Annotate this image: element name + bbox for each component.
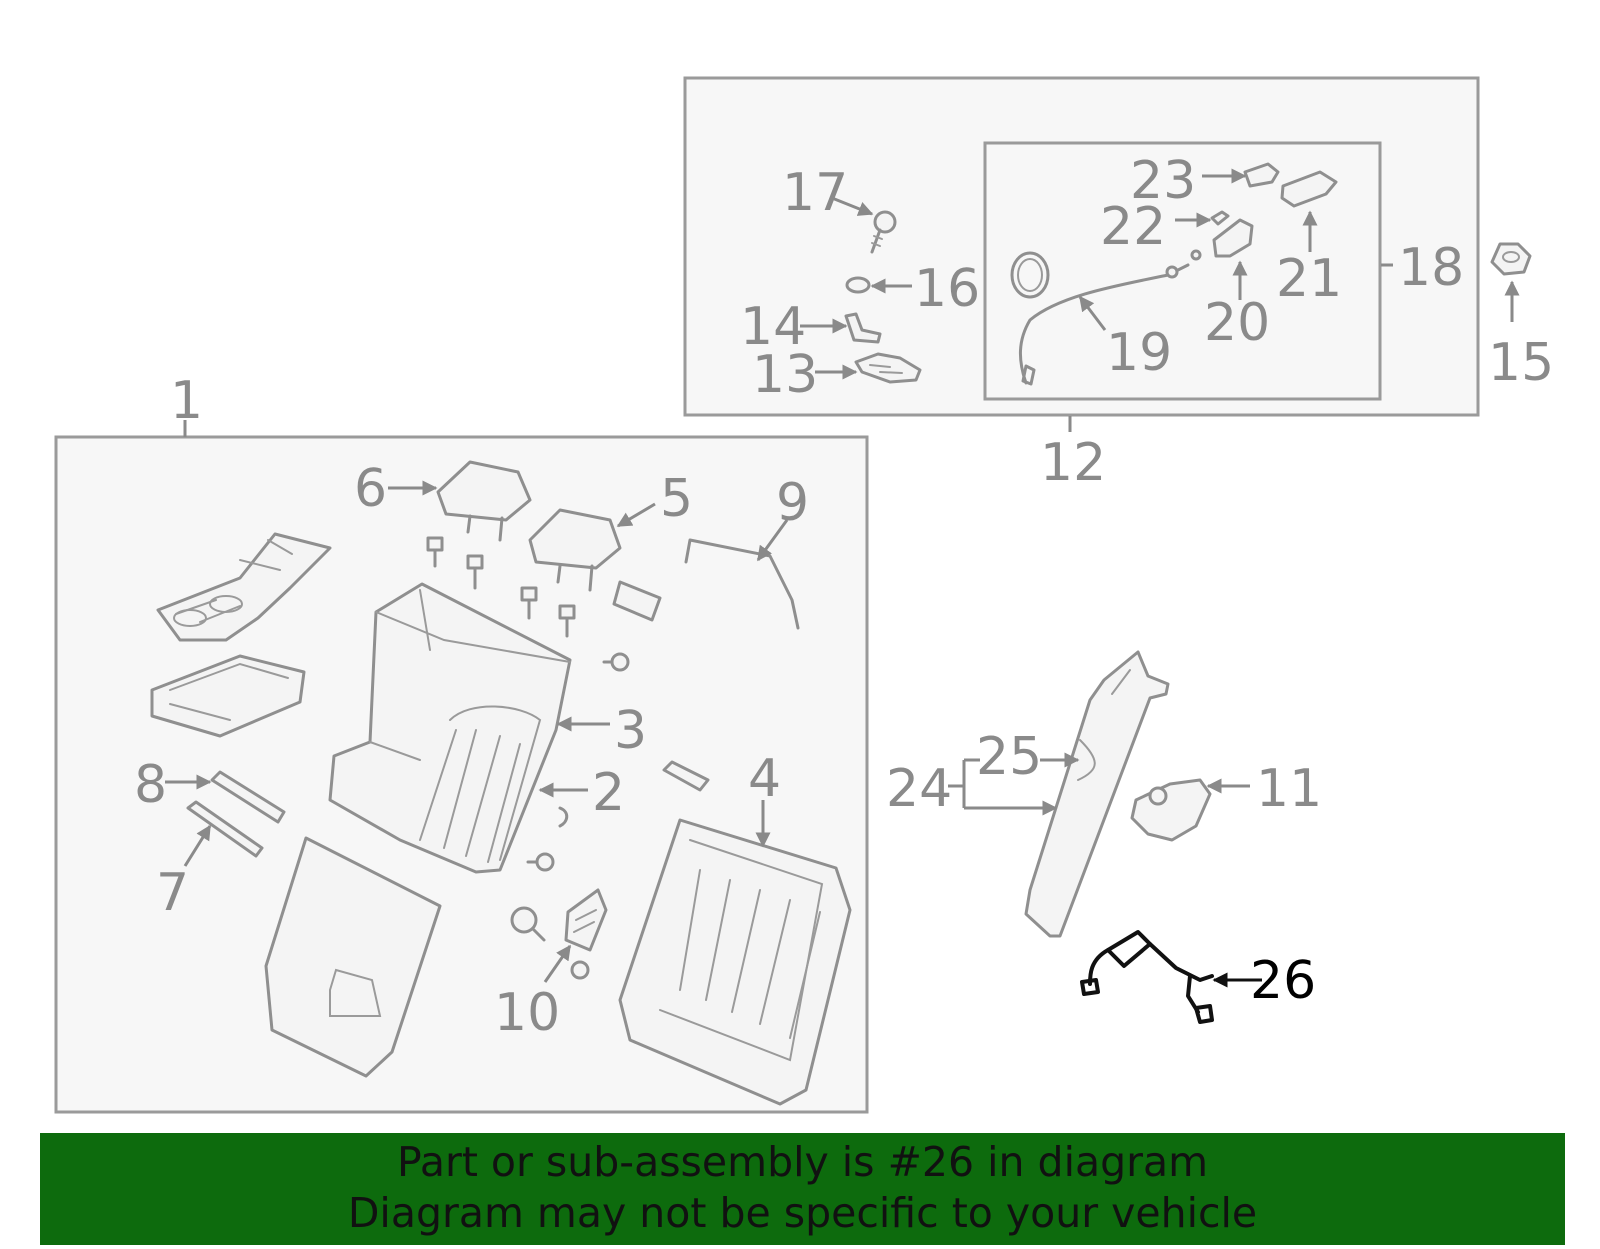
label-3: 3 — [614, 701, 647, 761]
cap-part-23 — [1243, 162, 1280, 188]
seat-frame-part-4 — [618, 818, 852, 1106]
washer-part-16 — [845, 276, 871, 294]
label-patch-part — [612, 580, 662, 622]
label-19: 19 — [1106, 323, 1172, 383]
seat-back-cover-part — [328, 582, 572, 874]
label-24: 24 — [886, 759, 952, 819]
guide-pins — [426, 536, 576, 638]
label-22: 22 — [1100, 197, 1166, 257]
label-15: 15 — [1488, 333, 1554, 393]
info-banner: Part or sub-assembly is #26 in diagram D… — [40, 1133, 1565, 1245]
strip-part-8 — [210, 770, 286, 824]
label-2: 2 — [592, 763, 625, 823]
back-panel-part — [264, 836, 442, 1078]
bracket-part-14 — [844, 312, 882, 344]
label-26-highlighted: 26 — [1250, 951, 1316, 1011]
clip-part-21 — [1280, 170, 1338, 208]
label-23: 23 — [1130, 151, 1196, 211]
headrest-part-5 — [528, 508, 622, 592]
clip-part-22 — [1210, 210, 1230, 226]
armrest-part — [150, 654, 306, 738]
knob-part-10 — [510, 888, 608, 980]
label-21: 21 — [1276, 249, 1342, 309]
label-12: 12 — [1040, 433, 1106, 493]
cable-part-19 — [1010, 249, 1202, 386]
clip-part-20 — [1212, 218, 1254, 258]
label-17: 17 — [782, 163, 848, 223]
trim-part-25 — [1024, 650, 1170, 938]
label-25: 25 — [976, 727, 1042, 787]
label-16: 16 — [914, 259, 980, 319]
banner-line-2: Diagram may not be specific to your vehi… — [347, 1189, 1258, 1237]
strip-part-7 — [186, 800, 264, 858]
headrest-part-6 — [436, 460, 532, 542]
label-6: 6 — [354, 459, 387, 519]
hinge-part-11 — [1130, 778, 1212, 842]
screw-part-17 — [870, 210, 897, 254]
label-1: 1 — [170, 371, 203, 431]
label-14: 14 — [740, 297, 806, 357]
banner-line-1: Part or sub-assembly is #26 in diagram — [396, 1138, 1209, 1186]
wiring-harness-part-26 — [1080, 930, 1214, 1024]
console-tray-part — [156, 532, 332, 642]
trim-strip-part — [662, 760, 710, 792]
label-13: 13 — [752, 345, 818, 405]
label-10: 10 — [494, 983, 560, 1043]
label-8: 8 — [134, 755, 167, 815]
label-5: 5 — [660, 469, 693, 529]
label-7: 7 — [156, 863, 189, 923]
label-18: 18 — [1398, 238, 1464, 298]
label-4: 4 — [748, 749, 781, 809]
label-11: 11 — [1256, 759, 1322, 819]
small-fasteners — [526, 652, 630, 872]
nut-part-15 — [1490, 242, 1532, 276]
label-20: 20 — [1204, 293, 1270, 353]
label-9: 9 — [776, 473, 809, 533]
bracket-part-13 — [854, 352, 922, 384]
